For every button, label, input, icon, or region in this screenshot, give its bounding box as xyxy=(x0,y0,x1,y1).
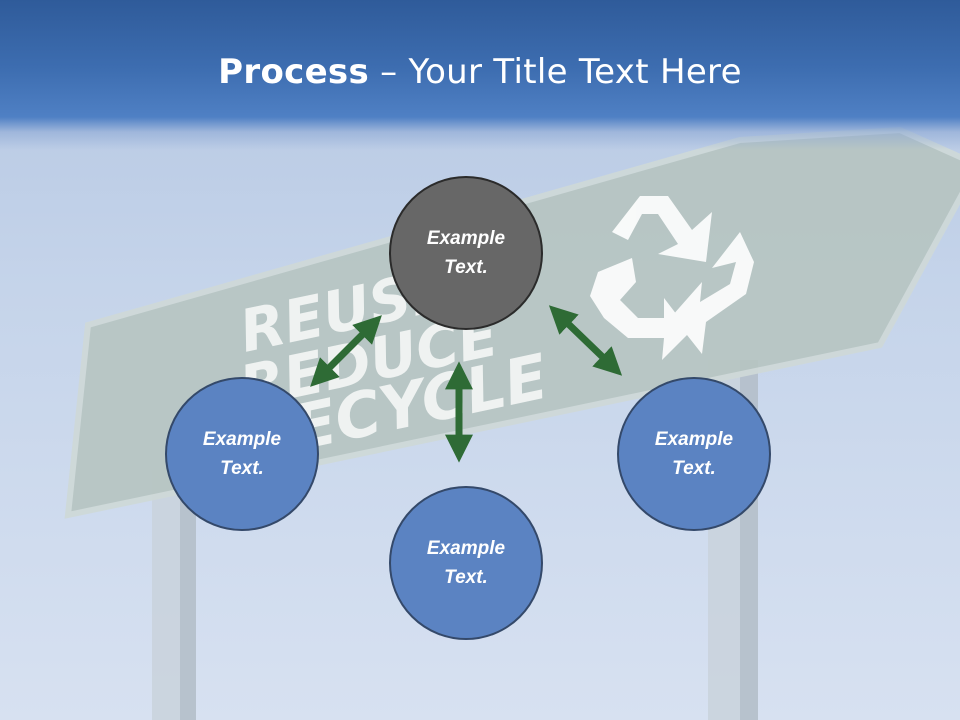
slide-title: Process – Your Title Text Here xyxy=(0,52,960,92)
node-top-line1: Example xyxy=(426,228,506,249)
node-left-line1: Example xyxy=(202,429,282,450)
slide-title-rest: – Your Title Text Here xyxy=(369,52,742,92)
title-bar: Process – Your Title Text Here xyxy=(0,0,960,150)
node-bottom-line1: Example xyxy=(426,538,506,559)
sign-post-left-shade xyxy=(180,470,196,720)
node-right-line2: Text. xyxy=(672,458,716,479)
node-right-line1: Example xyxy=(654,429,734,450)
slide-title-bold: Process xyxy=(218,52,370,92)
node-top-line2: Text. xyxy=(444,257,488,278)
arrow-top-left xyxy=(310,315,382,387)
recycle-icon xyxy=(590,196,754,360)
node-left-line2: Text. xyxy=(220,458,264,479)
node-bottom-line2: Text. xyxy=(444,567,488,588)
arrow-top-right xyxy=(548,305,623,376)
